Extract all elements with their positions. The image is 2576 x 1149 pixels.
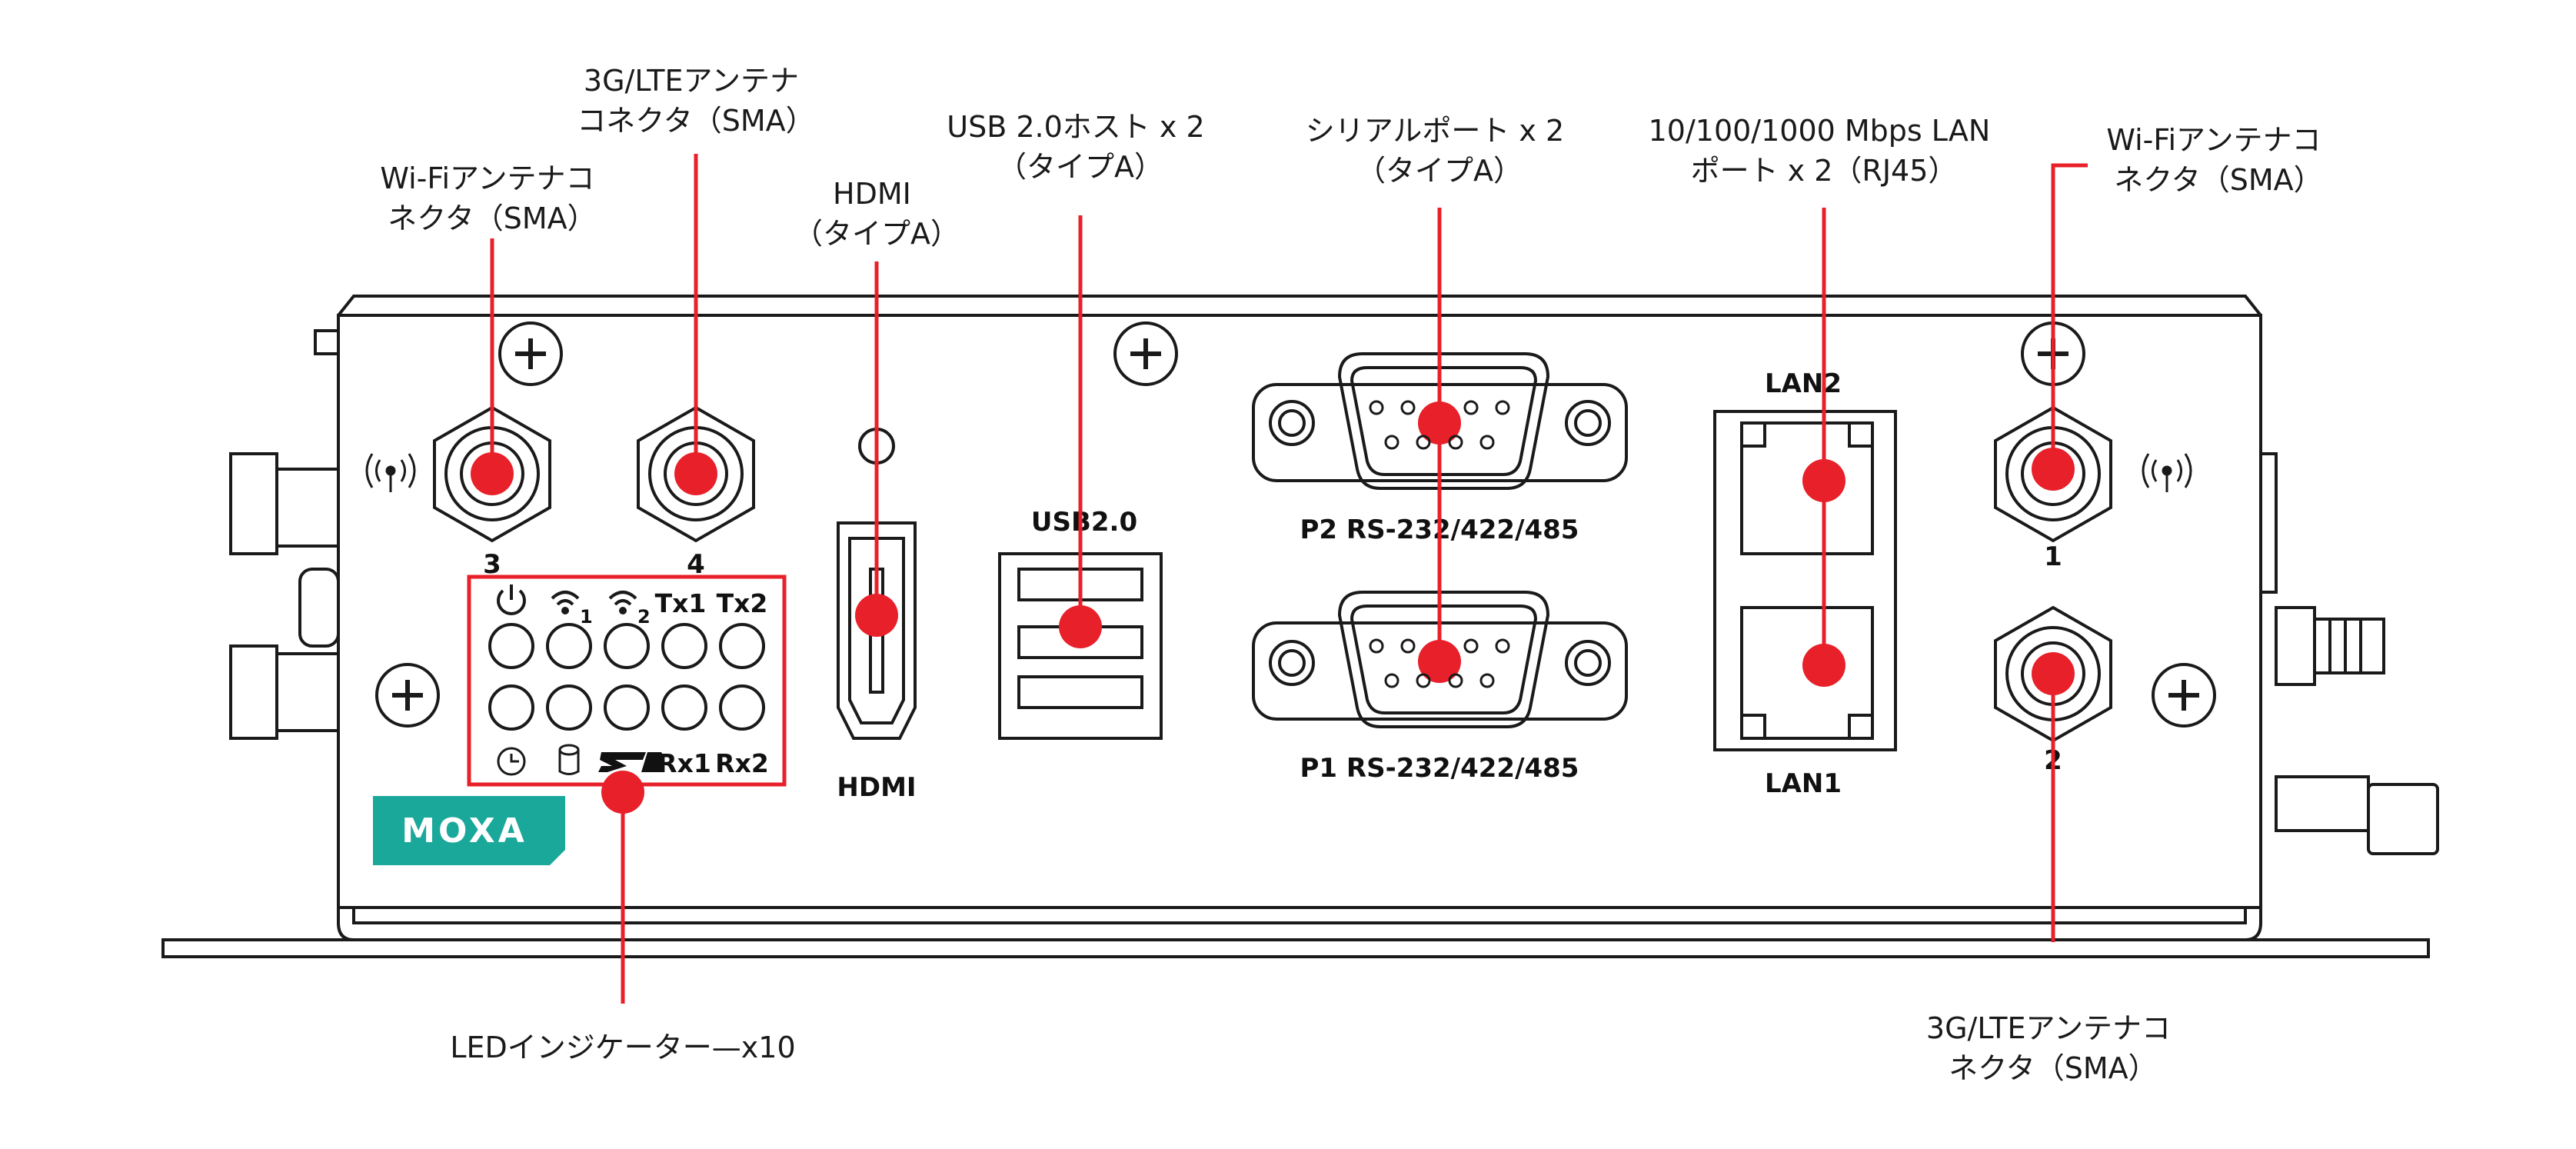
- marker-lan1: [1802, 644, 1845, 687]
- wifi-1-icon: [551, 591, 580, 614]
- serial-port-p1: [1252, 591, 1628, 728]
- leader-lines: [490, 154, 2088, 1004]
- wireless-icon-right: [2142, 453, 2192, 492]
- moxa-logo: MOXA: [373, 796, 565, 865]
- serial-pins: [1369, 400, 1510, 688]
- led-row-bottom: [488, 684, 765, 731]
- right-side-tab: [2259, 452, 2278, 594]
- wireless-icon-left: [365, 453, 416, 492]
- side-cable: [2367, 783, 2439, 855]
- led-row-top: [488, 623, 765, 669]
- callout-hdmi: HDMI （タイプA）: [794, 177, 960, 251]
- led-label-rx1: Rx1: [657, 748, 711, 778]
- callout-usb: USB 2.0ホスト x 2 （タイプA）: [947, 110, 1213, 184]
- terminal-body-lower: [275, 652, 340, 732]
- side-antenna-thread: [2313, 618, 2385, 674]
- marker-wifi-1: [2032, 448, 2075, 491]
- storage-icon: [558, 744, 580, 775]
- thread-lines: [2328, 619, 2362, 673]
- clock-icon: [497, 747, 526, 776]
- usb-label: USB2.0: [1031, 507, 1137, 538]
- marker-wifi-3: [471, 452, 514, 495]
- base-plate: [352, 906, 2247, 924]
- led-label-tx1: Tx1: [655, 588, 707, 618]
- screw-top-mid: [1113, 321, 1178, 386]
- lid-outline: [337, 295, 2262, 317]
- wifi-2-icon: [608, 591, 637, 614]
- callout-serial: シリアルポート x 2 （タイプA）: [1306, 114, 1574, 188]
- power-icon: [497, 584, 526, 615]
- antenna-label-1: 1: [2044, 541, 2062, 572]
- terminal-body-upper: [275, 468, 340, 548]
- marker-led: [601, 771, 644, 814]
- side-cable-gland: [2275, 775, 2370, 832]
- side-antenna-base: [2275, 606, 2316, 686]
- marker-serial-p1: [1418, 640, 1461, 683]
- markers: [471, 401, 2075, 814]
- marker-serial-p2: [1418, 401, 1461, 445]
- lan2-label: LAN2: [1765, 368, 1842, 399]
- lan1-label: LAN1: [1765, 768, 1842, 799]
- terminal-block-lower: [229, 644, 278, 740]
- marker-hdmi: [855, 594, 898, 637]
- marker-lan2: [1802, 459, 1845, 502]
- marker-lte-2: [2032, 652, 2075, 695]
- flange-bend-right: [2245, 908, 2262, 941]
- callout-lan: 10/100/1000 Mbps LAN ポート x 2（RJ45）: [1649, 114, 2000, 188]
- mount-flange: [161, 938, 2430, 958]
- wifi-2-subscript: 2: [637, 606, 651, 628]
- marker-usb: [1059, 605, 1102, 648]
- flange-bend-left: [337, 908, 354, 941]
- sd-card-icon: [598, 752, 664, 772]
- antenna-label-4: 4: [687, 549, 705, 580]
- screw-top-left: [498, 321, 563, 386]
- screw-bottom-left: [375, 663, 440, 728]
- screw-bottom-right: [2152, 663, 2216, 728]
- callout-led: LEDインジケーター—x10: [450, 1031, 795, 1064]
- wifi-1-subscript: 1: [580, 606, 593, 628]
- callout-lte-2: 3G/LTEアンテナコ ネクタ（SMA）: [1926, 1011, 2180, 1085]
- left-side-tab: [314, 329, 338, 355]
- hdmi-label: HDMI: [837, 772, 916, 803]
- lan-ports: [1713, 410, 1897, 751]
- callout-wifi-1: Wi-Fiアンテナコ ネクタ（SMA）: [2106, 123, 2330, 197]
- leader-wifi-1: [2051, 163, 2088, 469]
- antenna-label-3: 3: [483, 549, 501, 580]
- led-label-tx2: Tx2: [717, 588, 768, 618]
- led-label-rx2: Rx2: [715, 748, 769, 778]
- callout-lte-4: 3G/LTEアンテナ コネクタ（SMA）: [577, 64, 814, 138]
- device-drawing: [161, 295, 2439, 958]
- power-connector: [298, 568, 340, 648]
- callout-wifi-3: Wi-Fiアンテナコ ネクタ（SMA）: [380, 162, 604, 235]
- logo-text: MOXA: [401, 811, 528, 851]
- marker-lte-4: [674, 452, 717, 495]
- p1-label: P1 RS-232/422/485: [1300, 753, 1579, 784]
- terminal-block-upper: [229, 452, 278, 555]
